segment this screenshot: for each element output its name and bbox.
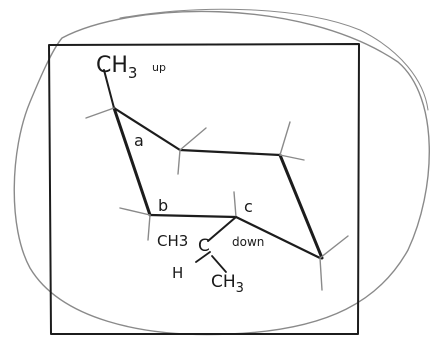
center-carbon-label: C <box>198 236 210 256</box>
ch3-up-label: CH3 <box>96 53 137 82</box>
carbon-a-label: a <box>134 131 144 150</box>
enclosing-circle-overstroke <box>119 8 429 111</box>
square-frame <box>48 43 360 335</box>
carbon-b-label: b <box>158 196 168 215</box>
up-label: up <box>152 61 166 74</box>
substituent-bonds <box>85 69 349 291</box>
carbon-c-label: c <box>244 197 253 216</box>
down-label: down <box>232 235 264 249</box>
hydrogen-label: H <box>172 264 183 282</box>
ch3-left-label: CH3 <box>157 232 188 250</box>
enclosing-circle <box>13 10 430 336</box>
chair-ring <box>112 106 324 260</box>
ch3-bottom-label: CH3 <box>211 272 244 296</box>
